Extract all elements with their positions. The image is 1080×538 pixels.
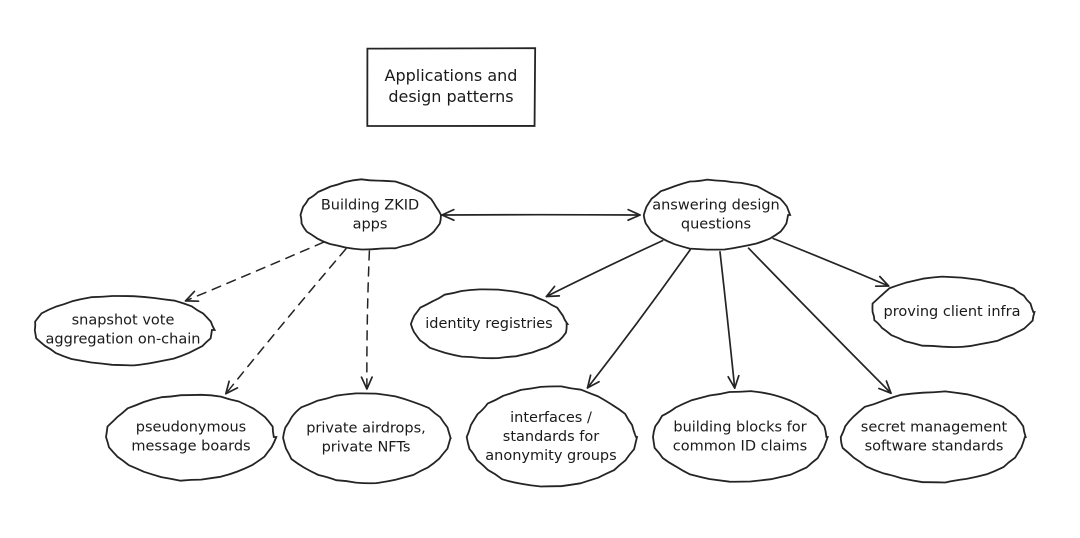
node-ellipse	[282, 392, 452, 485]
node-ellipse	[642, 178, 792, 251]
node-ellipse	[409, 288, 570, 360]
node-interfaces-standards-for-anonymity-groups[interactable]: interfaces / standards for anonymity group…	[465, 385, 639, 488]
node-pseudonymous-message-boards[interactable]: pseudonymous message boards	[105, 393, 278, 482]
node-label-line: proving client infra	[884, 304, 1021, 320]
node-label-line: interfaces /	[510, 410, 592, 426]
title-box: Applications and design patterns	[366, 47, 537, 127]
title-box-outline	[366, 47, 537, 127]
node-identity-registries[interactable]: identity registries	[409, 288, 570, 360]
edge-line	[545, 239, 664, 298]
arrow-head-end	[878, 380, 892, 395]
node-label-line: common ID claims	[673, 439, 807, 455]
edge-answering-to-building-blocks	[719, 251, 740, 389]
edge-line	[366, 250, 371, 390]
node-ellipse	[652, 390, 829, 483]
edge-answering-to-secret-management	[747, 247, 892, 395]
edge-zkid-to-snapshot	[184, 241, 325, 303]
node-label-line: questions	[681, 217, 751, 233]
node-ellipse	[871, 275, 1036, 349]
node-answering-design-questions[interactable]: answering design questions	[642, 178, 792, 251]
edge-line	[747, 247, 892, 395]
node-ellipse	[105, 393, 278, 482]
edge-answering-to-identity	[545, 239, 664, 298]
arrow-head-end	[184, 290, 200, 303]
arrow-head-end	[586, 374, 600, 389]
arrow-head-end	[224, 380, 239, 395]
node-label-line: apps	[353, 217, 388, 233]
node-label-line: software standards	[865, 439, 1004, 455]
edge-line	[586, 248, 692, 389]
edge-line	[225, 248, 347, 395]
arrow-head-end	[627, 208, 641, 222]
node-ellipse	[299, 178, 443, 251]
edge-answering-to-interfaces	[586, 248, 692, 389]
node-ellipse	[465, 385, 639, 488]
node-building-blocks-for-common-id-claims[interactable]: building blocks for common ID claims	[652, 390, 829, 483]
node-private-airdrops-private-nfts[interactable]: private airdrops, private NFTs	[282, 392, 452, 485]
node-label-line: pseudonymous	[136, 420, 246, 436]
arrow-head-end	[360, 376, 373, 390]
arrow-head-end	[874, 275, 890, 288]
node-ellipse	[839, 390, 1027, 484]
edge-line	[184, 241, 325, 302]
node-snapshot-vote-aggregation-on-chain[interactable]: snapshot vote aggregation on-chain	[33, 295, 217, 367]
node-secret-management-software-standards[interactable]: secret management software standards	[839, 390, 1027, 484]
node-label-line: aggregation on-chain	[46, 332, 201, 348]
node-proving-client-infra[interactable]: proving client infra	[871, 275, 1036, 349]
nodes-layer: Building ZKID apps answering design questio…	[33, 178, 1036, 488]
node-building-zkid-apps[interactable]: Building ZKID apps	[299, 178, 443, 251]
node-label-line: identity registries	[425, 316, 552, 332]
edge-line	[772, 237, 890, 287]
node-label-line: building blocks for	[673, 420, 806, 436]
edge-answering-to-proving-client	[772, 237, 890, 288]
node-label-line: private airdrops,	[306, 421, 426, 437]
edge-line	[719, 251, 736, 389]
node-label-line: Building ZKID	[321, 198, 419, 214]
arrow-head-end	[545, 285, 561, 298]
arrow-head-end	[727, 374, 740, 389]
title-text-line: Applications and	[385, 66, 518, 85]
node-label-line: private NFTs	[322, 440, 411, 456]
node-label-line: answering design	[652, 198, 780, 214]
edge-zkid-to-pseudonymous	[224, 248, 347, 395]
node-label-line: standards for	[503, 429, 599, 445]
title-text-line: design patterns	[388, 87, 513, 106]
arrow-head-start	[441, 208, 455, 222]
title-layer: Applications and design patterns	[366, 47, 537, 127]
node-label-line: snapshot vote	[72, 313, 175, 329]
node-label-line: secret management	[861, 420, 1008, 436]
edge-zkid-to-answering	[441, 208, 641, 222]
edge-zkid-to-airdrops	[360, 250, 373, 390]
node-label-line: anonymity groups	[485, 448, 616, 464]
node-ellipse	[33, 295, 217, 367]
node-label-line: message boards	[131, 439, 250, 455]
edges-layer	[184, 208, 892, 395]
